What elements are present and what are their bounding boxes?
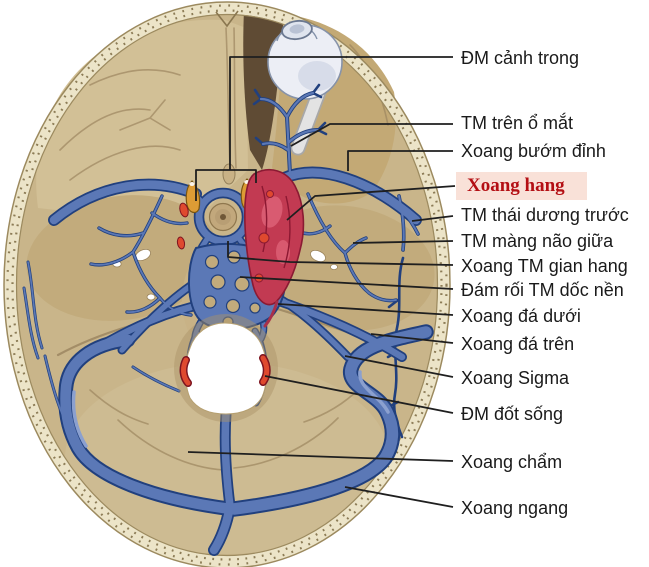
cavernous-sinus-highlight (244, 169, 305, 328)
venous-sinuses (23, 91, 432, 555)
leader-line-tm-tren-o-mat (290, 123, 453, 147)
label-xoang-ngang: Xoang ngang (461, 498, 569, 518)
label-xoang-tm-gian-hang: Xoang TM gian hang (461, 256, 628, 276)
leader-line-tm-mang-nao-giua (352, 240, 454, 244)
label-xoang-hang: Xoang hang (456, 172, 587, 200)
leader-line-xoang-hang (286, 185, 456, 221)
label-xoang-sigma: Xoang Sigma (461, 368, 570, 388)
leader-line-tm-thai-duong-truoc (411, 215, 454, 222)
leader-line-xoang-da-tren (370, 333, 454, 344)
label-tm-thai-duong-truoc: TM thái dương trước (461, 205, 629, 225)
label-tm-mang-nao-giua: TM màng não giữa (461, 231, 614, 251)
label-dm-dot-song: ĐM đốt sống (461, 404, 564, 424)
lens (289, 24, 305, 34)
label-tm-tren-o-mat: TM trên ổ mắt (461, 113, 574, 133)
foramen-magnum (185, 322, 267, 415)
leader-line-dam-roi-tm-doc-nen (239, 276, 454, 290)
label-dm-canh-trong: ĐM cảnh trong (461, 48, 580, 68)
leader-line-dm-dot-song (264, 375, 454, 414)
label-xoang-da-duoi: Xoang đá dưới (461, 306, 581, 326)
frontal-crest-notch (215, 10, 239, 28)
label-xoang-cham: Xoang chẩm (461, 452, 563, 472)
sella-turcica (208, 202, 238, 232)
crista-galli (222, 163, 236, 185)
foramen-magnum-group (174, 314, 278, 422)
leader-lines (187, 56, 456, 508)
leader-line-xoang-da-duoi (277, 303, 454, 316)
leader-line-xoang-buom-dinh (347, 150, 453, 171)
label-xoang-buom-dinh: Xoang bướm đỉnh (461, 141, 606, 161)
label-dam-roi-tm-doc-nen: Đám rối TM dốc nền (461, 280, 624, 300)
vertebral-artery-stubs (179, 354, 271, 387)
leader-line-xoang-sigma (344, 355, 454, 378)
leader-line-xoang-tm-gian-hang (227, 241, 454, 266)
label-xoang-da-tren: Xoang đá trên (461, 334, 575, 354)
leader-line-xoang-ngang (344, 486, 454, 508)
leader-line-dm-canh-trong (195, 56, 453, 201)
eye-shading (298, 61, 336, 91)
skull-rim (3, 1, 451, 567)
leader-line-xoang-cham (187, 451, 454, 462)
